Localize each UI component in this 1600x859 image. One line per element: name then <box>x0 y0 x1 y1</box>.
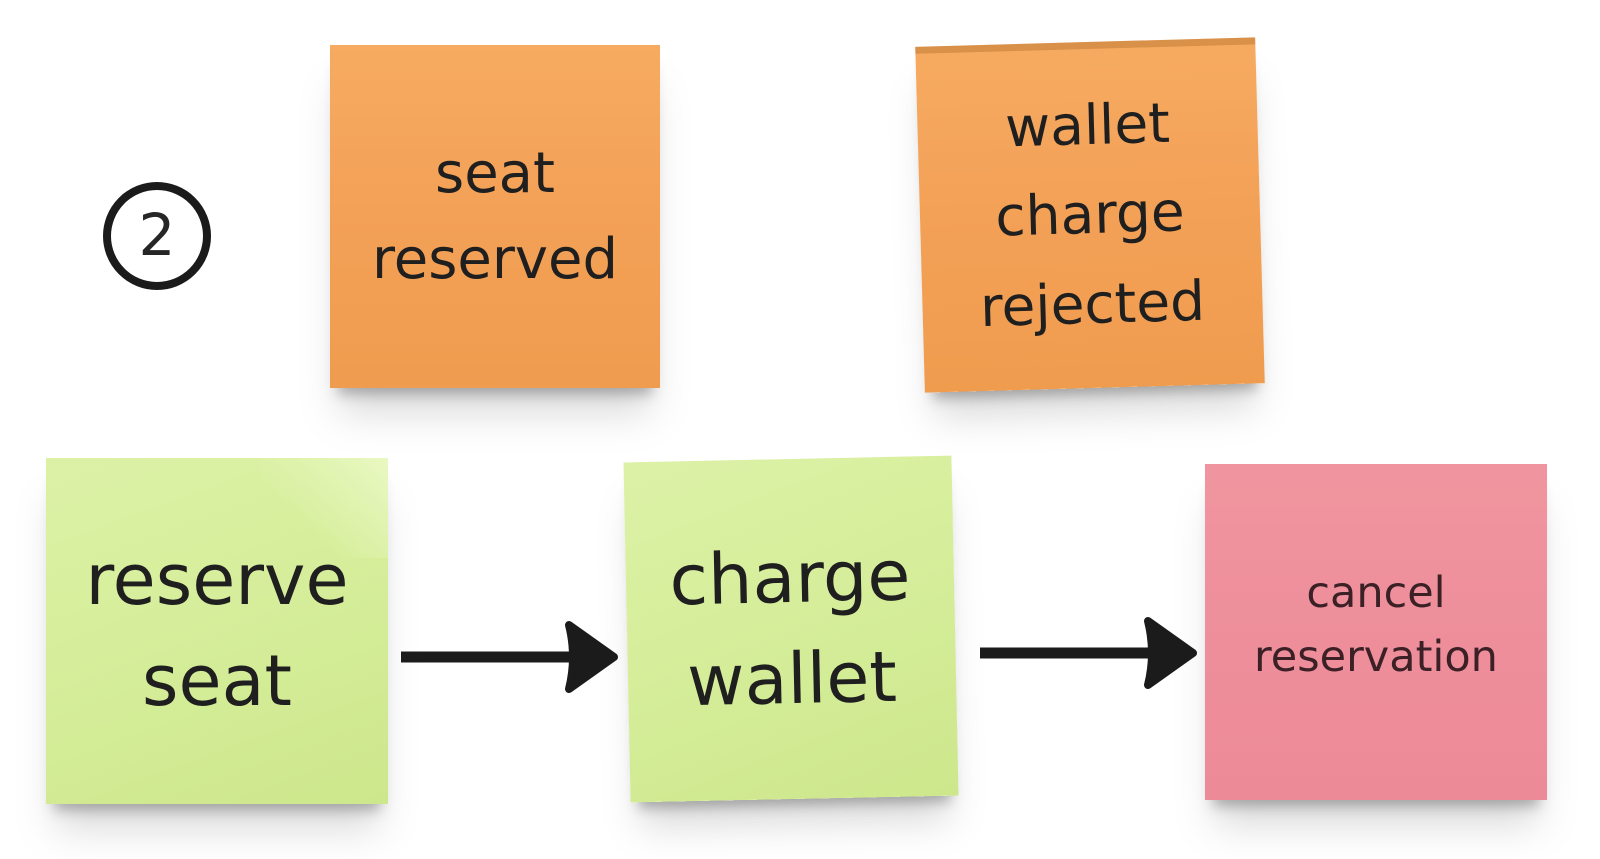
sticky-note-label: wallet charge rejected <box>979 91 1206 339</box>
sticky-note-wallet-charge-rejected: wallet charge rejected <box>915 37 1265 393</box>
sticky-note-cancel-reservation: cancel reservation <box>1205 464 1547 800</box>
arrow-reserve-seat-to-charge-wallet <box>401 621 618 693</box>
sticky-note-charge-wallet: charge wallet <box>623 455 959 803</box>
step-number: 2 <box>138 201 176 269</box>
sticky-note-seat-reserved: seat reserved <box>330 45 660 388</box>
sticky-note-label: reserve seat <box>85 538 349 723</box>
arrow-charge-wallet-to-cancel-reservation <box>980 617 1197 689</box>
sticky-note-label: cancel reservation <box>1254 567 1498 683</box>
sticky-note-label: seat reserved <box>371 141 619 292</box>
sticky-note-label: charge wallet <box>668 533 912 723</box>
sticky-note-reserve-seat: reserve seat <box>46 458 388 804</box>
step-number-badge: 2 <box>103 182 211 290</box>
